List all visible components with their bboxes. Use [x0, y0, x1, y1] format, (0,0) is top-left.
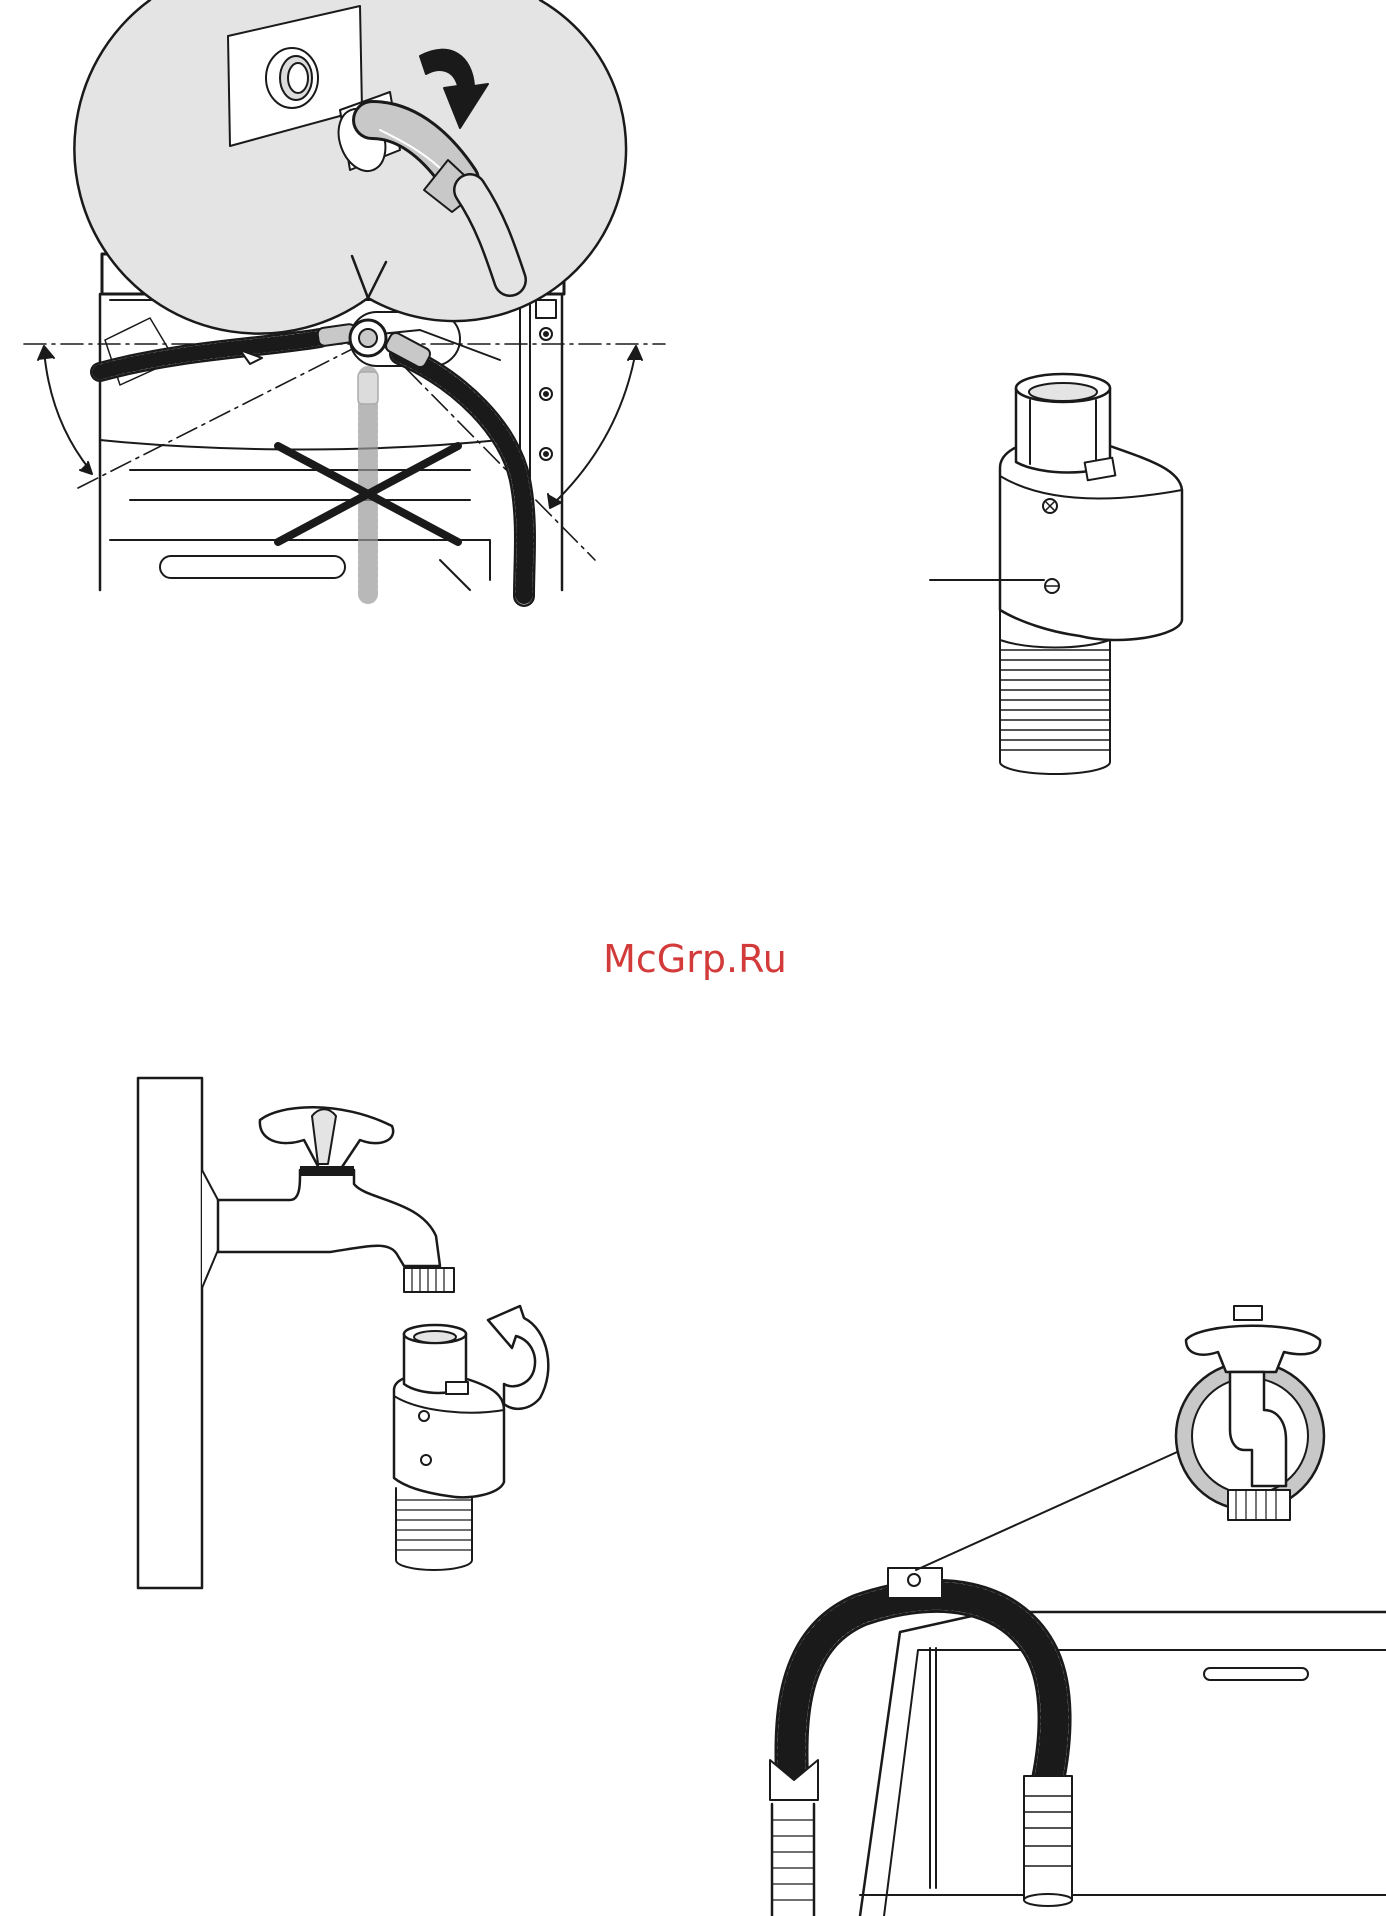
figure-hose-angle: [24, 0, 665, 598]
tap-adapter-small: [394, 1325, 504, 1570]
figure-tap-attach: [138, 1078, 548, 1588]
figure-drain-hose: [770, 1306, 1386, 1916]
tap-detail-icon: [1176, 1306, 1324, 1520]
tap-icon: [202, 1107, 454, 1292]
wall-icon: [138, 1078, 202, 1588]
drain-hose-icon: [770, 1568, 1072, 1916]
tap-adapter-icon: [1000, 374, 1182, 774]
figure-adapter: [930, 374, 1182, 774]
pointer-line-icon: [916, 1448, 1186, 1570]
tub-icon: [860, 1612, 1386, 1916]
magnify-detail: [74, 0, 626, 334]
watermark-text: McGrp.Ru: [603, 937, 787, 981]
